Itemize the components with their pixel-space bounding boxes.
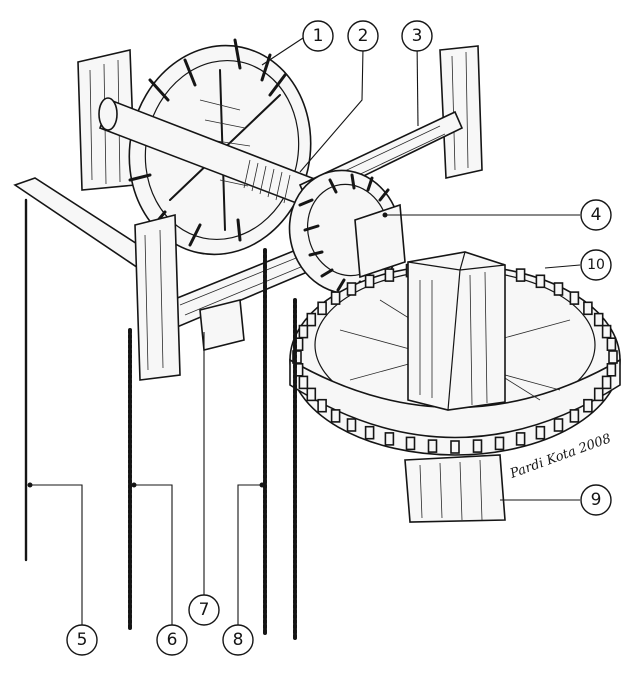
gear-tooth xyxy=(317,301,327,316)
callout-2-label: 2 xyxy=(358,26,369,46)
gear-tooth xyxy=(330,291,341,305)
gear-tooth xyxy=(553,418,564,432)
gear-tooth xyxy=(583,301,593,316)
gear-tooth xyxy=(601,324,612,339)
gear-tooth xyxy=(346,418,357,432)
gear-tooth xyxy=(405,436,416,451)
gear-tooth xyxy=(384,268,395,282)
callout-9-label: 9 xyxy=(591,490,602,510)
gear-tooth xyxy=(553,282,564,296)
callout-8: 8 xyxy=(222,624,254,656)
gear-tooth xyxy=(306,387,317,402)
gear-tooth xyxy=(317,398,327,413)
gear-tooth xyxy=(569,291,580,305)
callout-9: 9 xyxy=(580,484,612,516)
gear-tooth xyxy=(330,409,341,423)
main-axle xyxy=(98,97,332,214)
gear-tooth xyxy=(298,375,309,390)
gear-tooth xyxy=(515,268,526,282)
gear-tooth xyxy=(535,425,546,440)
gear-tooth xyxy=(306,312,317,327)
gear-tooth xyxy=(298,324,309,339)
callout-8-label: 8 xyxy=(233,630,244,650)
callout-7-label: 7 xyxy=(199,600,210,620)
pinion-gear xyxy=(288,169,406,296)
callout-10: 10 xyxy=(580,249,612,281)
gear-tooth xyxy=(606,337,617,352)
callout-4-label: 4 xyxy=(591,205,602,225)
gear-tooth xyxy=(601,375,612,390)
gear-tooth xyxy=(606,362,617,377)
vertical-shaft xyxy=(407,251,506,411)
gear-tooth xyxy=(364,425,375,440)
gear-tooth xyxy=(583,398,593,413)
callout-1: 1 xyxy=(302,20,334,52)
callout-10-label: 10 xyxy=(587,257,605,273)
gear-tooth xyxy=(535,274,546,289)
callout-4: 4 xyxy=(580,199,612,231)
gear-tooth xyxy=(427,439,438,453)
leader-lines xyxy=(27,37,581,625)
gear-tooth xyxy=(515,432,526,446)
callout-6: 6 xyxy=(156,624,188,656)
callout-7: 7 xyxy=(188,594,220,626)
bearing-block xyxy=(404,454,506,523)
callout-5-label: 5 xyxy=(77,630,88,650)
gear-tooth xyxy=(569,409,580,423)
callout-6-label: 6 xyxy=(167,630,178,650)
callout-3: 3 xyxy=(401,20,433,52)
ropes xyxy=(24,198,297,642)
gear-tooth xyxy=(346,282,357,296)
callout-1-label: 1 xyxy=(313,26,324,46)
gear-tooth xyxy=(593,312,604,327)
gear-tooth xyxy=(593,387,604,402)
gear-tooth xyxy=(494,436,505,451)
callout-2: 2 xyxy=(347,20,379,52)
callout-5: 5 xyxy=(66,624,98,656)
gear-tooth xyxy=(450,440,460,454)
gear-tooth xyxy=(384,432,395,446)
callout-3-label: 3 xyxy=(412,26,423,46)
gear-tooth xyxy=(472,439,483,453)
gear-tooth xyxy=(364,274,375,289)
gear-tooth xyxy=(608,350,618,364)
